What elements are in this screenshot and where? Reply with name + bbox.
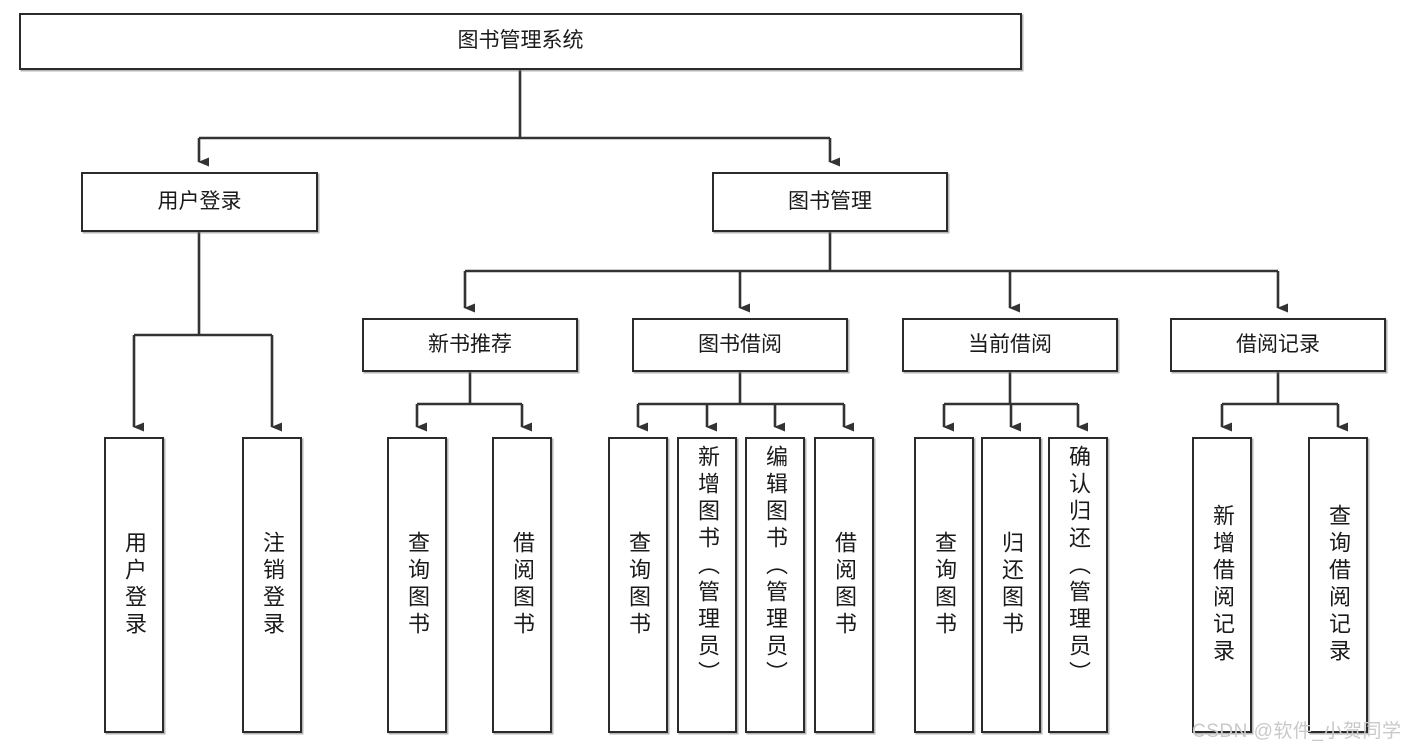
node-leaf-add-borrow-record-label: 新增借阅记录: [1210, 504, 1235, 666]
node-leaf-borrow-book-recommend-label: 借阅图书: [510, 531, 535, 639]
node-leaf-confirm-return-admin[interactable]: 确认归还（管理员）: [1048, 437, 1108, 733]
node-leaf-query-book-recommend-label: 查询图书: [405, 531, 430, 639]
node-user-login[interactable]: 用户登录: [81, 172, 318, 232]
node-leaf-return-book-label: 归还图书: [999, 531, 1024, 639]
node-leaf-query-borrow-record[interactable]: 查询借阅记录: [1308, 437, 1368, 733]
node-leaf-borrow-book-recommend[interactable]: 借阅图书: [492, 437, 552, 733]
node-leaf-query-book-recommend[interactable]: 查询图书: [387, 437, 447, 733]
node-leaf-borrow-book-label: 借阅图书: [832, 531, 857, 639]
node-leaf-query-book-current-label: 查询图书: [932, 531, 957, 639]
node-leaf-add-borrow-record[interactable]: 新增借阅记录: [1192, 437, 1252, 733]
node-book-borrow[interactable]: 图书借阅: [632, 318, 848, 372]
node-leaf-query-book-borrow-label: 查询图书: [626, 531, 651, 639]
node-root-system[interactable]: 图书管理系统: [19, 13, 1022, 70]
node-new-book-recommend[interactable]: 新书推荐: [362, 318, 578, 372]
node-leaf-add-book-admin[interactable]: 新增图书（管理员）: [677, 437, 737, 733]
node-leaf-query-borrow-record-label: 查询借阅记录: [1326, 504, 1351, 666]
node-leaf-user-login-label: 用户登录: [122, 531, 147, 639]
node-leaf-logout-label: 注销登录: [260, 531, 285, 639]
node-leaf-return-book[interactable]: 归还图书: [981, 437, 1041, 733]
node-borrow-record[interactable]: 借阅记录: [1170, 318, 1386, 372]
node-borrow-record-label: 借阅记录: [1236, 332, 1320, 356]
node-leaf-query-book-current[interactable]: 查询图书: [914, 437, 974, 733]
node-leaf-confirm-return-admin-label: 确认归还（管理员）: [1066, 445, 1091, 688]
node-root-system-label: 图书管理系统: [457, 29, 584, 53]
csdn-watermark: CSDN @软件_小贺同学: [1192, 721, 1402, 742]
node-current-borrow-label: 当前借阅: [968, 332, 1052, 356]
node-leaf-logout[interactable]: 注销登录: [242, 437, 302, 733]
node-leaf-edit-book-admin-label: 编辑图书（管理员）: [763, 445, 788, 688]
node-user-login-label: 用户登录: [157, 189, 242, 213]
node-book-borrow-label: 图书借阅: [698, 332, 782, 356]
node-leaf-edit-book-admin[interactable]: 编辑图书（管理员）: [745, 437, 805, 733]
node-book-management-label: 图书管理: [788, 189, 872, 213]
node-leaf-add-book-admin-label: 新增图书（管理员）: [695, 445, 720, 688]
node-current-borrow[interactable]: 当前借阅: [902, 318, 1118, 372]
node-leaf-query-book-borrow[interactable]: 查询图书: [608, 437, 668, 733]
node-new-book-recommend-label: 新书推荐: [428, 332, 512, 356]
node-leaf-user-login[interactable]: 用户登录: [104, 437, 164, 733]
node-leaf-borrow-book[interactable]: 借阅图书: [814, 437, 874, 733]
node-book-management[interactable]: 图书管理: [712, 172, 948, 232]
